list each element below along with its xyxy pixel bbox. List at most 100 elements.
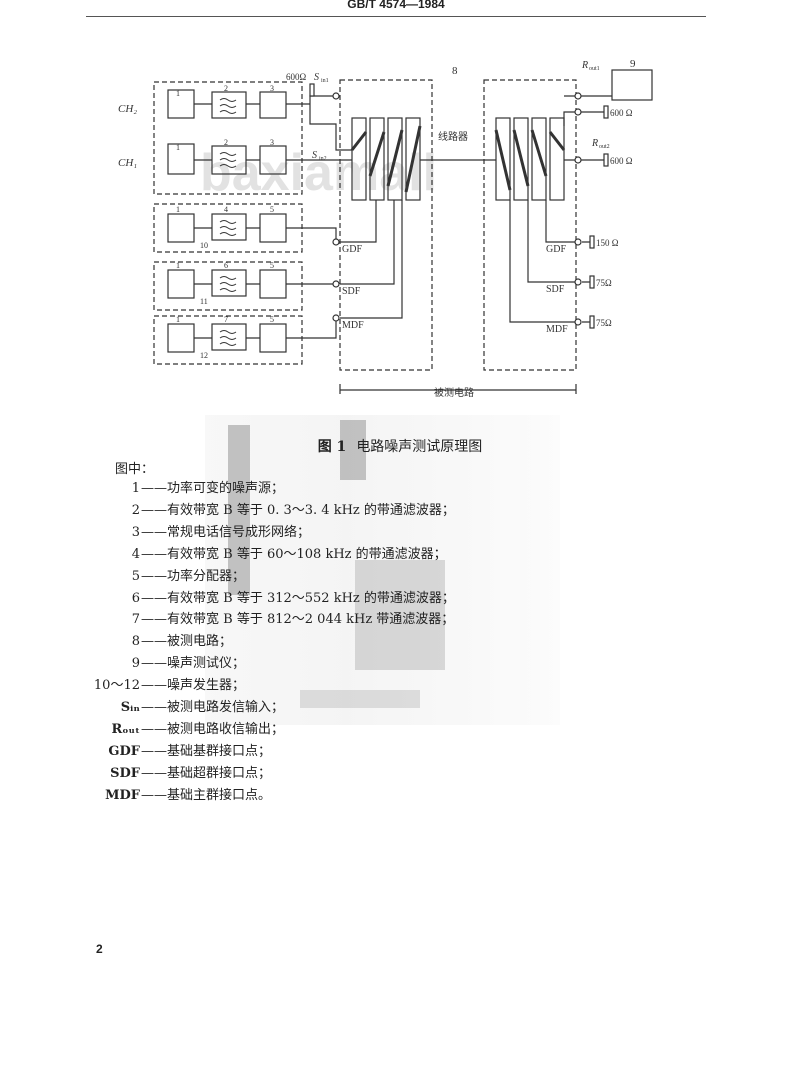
power-divider-box [259,213,287,243]
label-150: 150 Ω [596,238,619,248]
label-600-left: 600Ω [286,72,307,82]
legend-item: 8——被测电路； [0,631,700,653]
box-label: 6 [224,261,228,270]
power-divider-box [259,323,287,353]
watermark-stroke [355,560,445,670]
label-sdf-right: SDF [546,284,565,295]
legend-key: GDF [108,743,140,759]
mux-unit [351,117,367,201]
legend-item: Rₒᵤₜ——被测电路收信输出； [0,719,700,741]
legend-description: ——有效带宽 B 等于 312～552 kHz 的带通滤波器； [141,590,455,606]
legend-description: ——有效带宽 B 等于 60～108 kHz 的带通滤波器； [141,546,447,562]
watermark-stroke [340,420,366,480]
box-label: 1 [176,205,180,214]
legend-item: 1——功率可变的噪声源； [0,478,700,500]
legend-description: ——噪声测试仪； [141,656,246,672]
legend-item: 10～12——噪声发生器； [0,675,700,697]
legend-key: 1 [131,481,140,496]
label-gdf-right: GDF [546,244,566,255]
noise-source-box [167,213,195,243]
box-label: 5 [270,205,274,214]
legend-key: 4 [131,546,140,562]
resistor-150 [589,235,595,249]
label-device-9: 9 [630,58,636,70]
channel-group-box [153,81,303,195]
legend-key: Sᵢₙ [120,700,140,715]
resistor-600-right-1 [603,105,609,119]
legend-key: MDF [105,787,140,803]
label-line-device: 线路器 [438,130,468,143]
legend-item: 9——噪声测试仪； [0,653,700,675]
legend-item: SDF——基础超群接口点； [0,763,700,785]
label-r-out2: R [591,138,598,149]
legend-item: Sᵢₙ——被测电路发信输入； [0,697,700,719]
demux-unit [495,117,511,201]
legend-key: Rₒᵤₜ [111,721,140,737]
label-mdf-left: MDF [342,320,364,331]
label-s-in1-sub: in1 [321,78,329,84]
legend-item: 6——有效带宽 B 等于 312～552 kHz 的带通滤波器； [0,588,700,610]
legend-item: MDF——基础主群接口点。 [0,785,700,807]
label-r-out2-sub: out2 [599,144,610,150]
noise-source-box [167,323,195,353]
label-75b: 75Ω [596,318,612,328]
legend-description: ——功率分配器； [141,568,246,584]
demux-unit [531,117,547,201]
mux-unit [387,117,403,201]
box-label: 1 [176,261,180,270]
box-label: 3 [270,138,274,147]
box-label: 1 [176,143,180,152]
group-label: 12 [200,351,208,360]
watermark-shade [205,415,560,725]
label-ch1: CH₁ [118,157,137,169]
shaping-network-box [259,91,287,119]
legend-intro: 图中： [115,462,155,477]
bandpass-filter-box [211,213,247,241]
legend-key: 8 [131,634,140,650]
page-header: GB/T 4574—1984 [86,0,706,17]
noise-source-box [167,89,195,119]
box-label: 2 [224,138,228,147]
box-label: 3 [270,84,274,93]
box-label: 2 [224,84,228,93]
legend-key: 7 [131,612,140,628]
label-circuit-8: 8 [452,65,458,77]
bandpass-filter-box [211,269,247,297]
generator-box-11 [153,261,303,311]
watermark-stroke [300,690,420,708]
legend-description: ——常规电话信号成形网络； [141,524,311,540]
mux-unit [369,117,385,201]
legend-description: ——有效带宽 B 等于 0. 3～3. 4 kHz 的带通滤波器； [141,502,455,518]
legend-item: 5——功率分配器； [0,566,700,588]
legend-description: ——基础基群接口点； [141,743,272,759]
mux-unit [405,117,421,201]
demux-unit [513,117,529,201]
legend-key: 9 [131,656,140,672]
circuit-block-right [483,79,577,371]
label-s-in2-sub: in2 [319,156,327,162]
resistor-600-right-2 [603,153,609,167]
bandpass-filter-box [211,323,247,351]
circuit-block-left [339,79,433,371]
legend-description: ——功率可变的噪声源； [141,481,285,496]
legend-description: ——有效带宽 B 等于 812～2 044 kHz 带通滤波器； [141,612,455,628]
label-circuit-under-test: 被测电路 [434,386,474,399]
group-label: 10 [200,241,208,250]
legend-key: 10～12 [93,678,140,694]
legend-description: ——被测电路收信输出； [141,721,285,737]
legend-item: GDF——基础基群接口点； [0,741,700,763]
box-label: 5 [270,261,274,270]
legend-description: ——被测电路； [141,634,233,650]
legend-item: 4——有效带宽 B 等于 60～108 kHz 的带通滤波器； [0,544,700,566]
label-mdf-right: MDF [546,324,568,335]
bandpass-filter-box [211,91,247,119]
legend-key: 6 [131,590,140,606]
label-s-in2: S [312,150,317,161]
box-label: 1 [176,89,180,98]
label-sdf-left: SDF [342,286,361,297]
resistor-600-left [309,83,315,97]
label-gdf-left: GDF [342,244,362,255]
label-s-in1: S [314,72,319,83]
legend-description: ——基础主群接口点。 [141,787,272,803]
